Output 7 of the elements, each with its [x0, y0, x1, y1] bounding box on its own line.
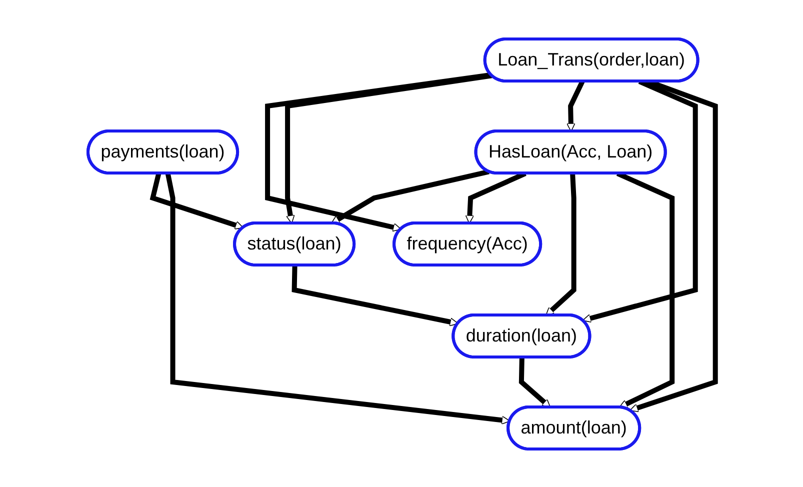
arrow — [292, 264, 458, 326]
arrow — [150, 172, 244, 229]
arrow — [545, 172, 576, 316]
arrow — [518, 356, 551, 408]
arrow — [566, 80, 584, 132]
arrow — [330, 168, 490, 224]
arrow — [165, 172, 510, 424]
